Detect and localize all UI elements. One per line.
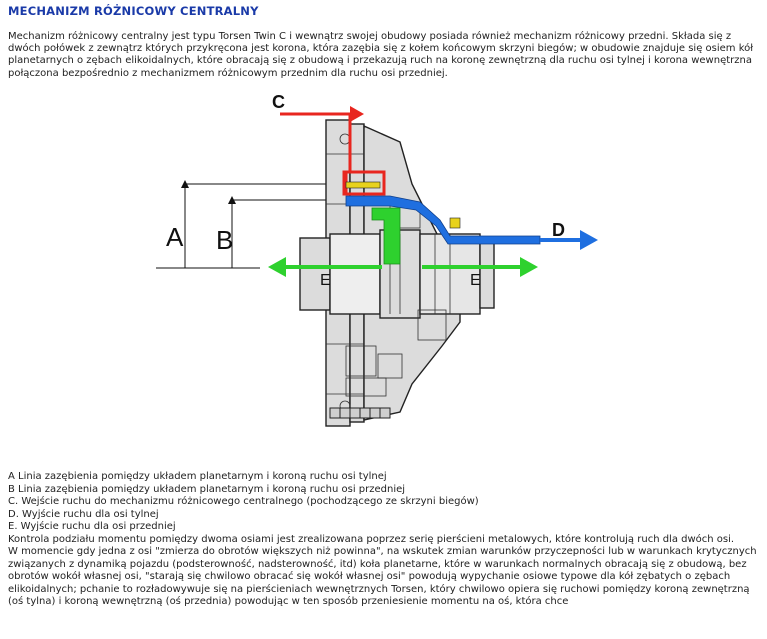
page-title: MECHANIZM RÓŻNICOWY CENTRALNY bbox=[8, 4, 259, 18]
label-e-left: E bbox=[320, 272, 331, 289]
dimension-arrow-a bbox=[181, 180, 189, 188]
differential-diagram: A B C bbox=[156, 92, 598, 427]
dimension-arrow-b bbox=[228, 196, 236, 204]
input-arrow-c bbox=[350, 106, 364, 122]
legend-item-e: E. Wyjście ruchu dla osi przedniej bbox=[8, 521, 176, 532]
output-arrow-e-right bbox=[520, 257, 538, 277]
label-b: B bbox=[216, 225, 233, 255]
legend-item-c: C. Wejście ruchu do mechanizmu różnicowe… bbox=[8, 496, 479, 507]
planetary-ring bbox=[342, 170, 386, 196]
legend-item-d: D. Wyjście ruchu dla osi tylnej bbox=[8, 508, 159, 520]
legend-list: A Linia zazębienia pomiędzy układem plan… bbox=[8, 471, 760, 534]
legend-item-b: B Linia zazębienia pomiędzy układem plan… bbox=[8, 483, 406, 495]
output-arrow-d bbox=[580, 230, 598, 250]
front-output-path bbox=[371, 207, 401, 265]
body-text: Kontrola podziału momentu pomiędzy dwoma… bbox=[8, 534, 760, 608]
output-arrow-e-left bbox=[268, 257, 286, 277]
legend-item-a: A Linia zazębienia pomiędzy układem plan… bbox=[8, 471, 387, 482]
body-paragraph-1: Kontrola podziału momentu pomiędzy dwoma… bbox=[8, 534, 735, 545]
body-paragraph-2: W momencie gdy jedna z osi "zmierza do o… bbox=[8, 546, 757, 608]
rear-output-path bbox=[345, 195, 541, 245]
label-e-right: E bbox=[470, 272, 481, 289]
label-c: C bbox=[272, 92, 285, 112]
intro-paragraph: Mechanizm różnicowy centralny jest typu … bbox=[8, 31, 754, 79]
label-a: A bbox=[166, 222, 184, 252]
label-d: D bbox=[552, 220, 565, 240]
gear-teeth bbox=[329, 407, 391, 419]
